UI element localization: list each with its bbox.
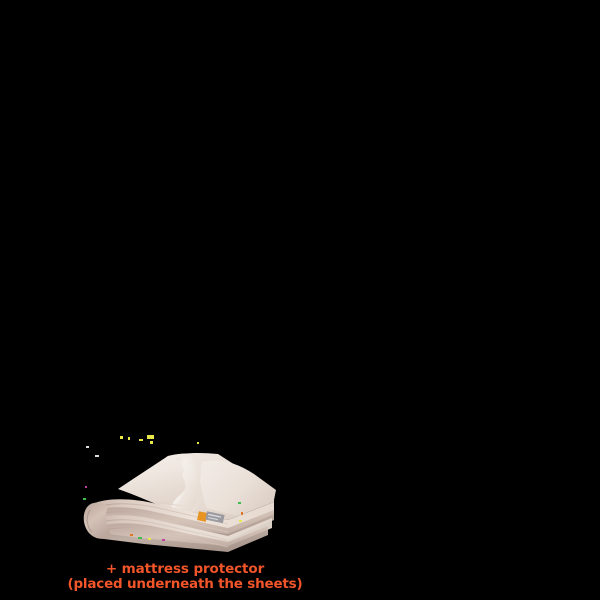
sheet-stack-layer-4 (96, 523, 268, 552)
compression-artifact (150, 441, 153, 444)
caption-line-secondary: (placed underneath the sheets) (67, 576, 303, 592)
sheet-stack-front (92, 499, 274, 534)
compression-artifact (239, 520, 242, 522)
brand-label-tag (197, 511, 225, 524)
folded-mattress-protector-illustration (83, 452, 276, 552)
sheet-stack-layer-3 (92, 515, 272, 546)
compression-artifact (148, 538, 151, 540)
sheet-right-wing (200, 460, 276, 516)
compression-artifact (147, 435, 154, 439)
compression-artifact (95, 455, 99, 457)
caption-line-primary: + mattress protector (105, 561, 265, 577)
product-image-mattress-protector (78, 435, 278, 560)
compression-artifact (130, 534, 133, 536)
compression-artifact (85, 486, 87, 488)
compression-artifact (138, 537, 142, 539)
compression-artifact (128, 437, 130, 440)
compression-artifact (139, 439, 143, 441)
sheet-center-fold-inner (173, 464, 200, 518)
compression-artifact (238, 502, 241, 504)
compression-artifact (162, 539, 165, 541)
compression-artifact (120, 436, 123, 439)
sheet-left-fold-shadow (86, 509, 93, 533)
sheet-top-shading (122, 490, 186, 506)
compression-artifact (241, 512, 243, 515)
compression-artifact (83, 498, 86, 500)
product-caption: + mattress protector (placed underneath … (0, 562, 370, 592)
compression-artifact (197, 442, 199, 444)
compression-artifact (86, 446, 89, 448)
